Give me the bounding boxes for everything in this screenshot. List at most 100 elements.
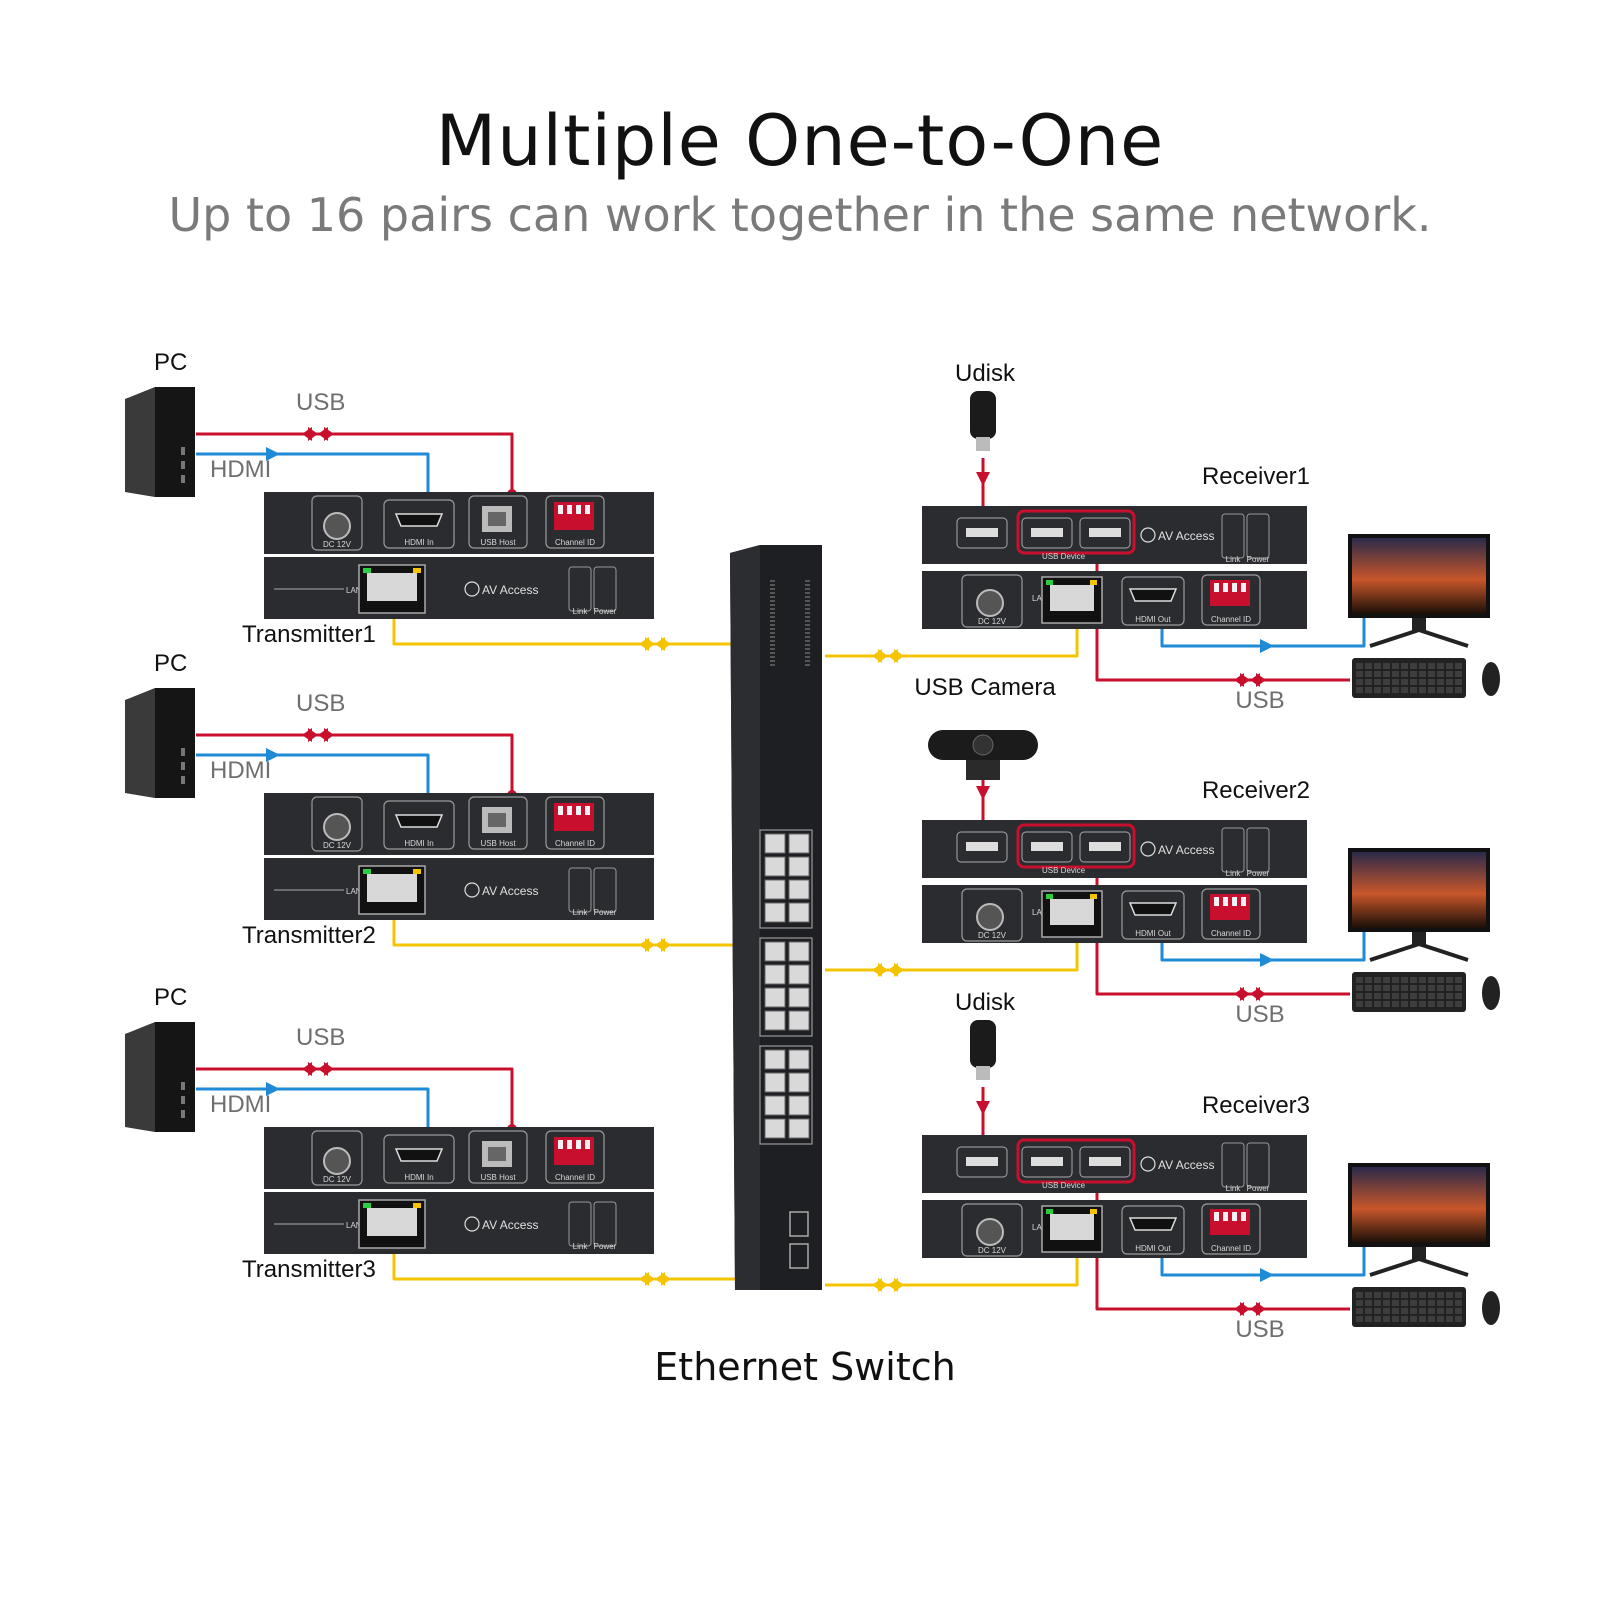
pc-label: PC [154, 984, 187, 1011]
udisk-icon [970, 391, 996, 451]
power-led [413, 1203, 421, 1208]
usb-device-highlight [1016, 509, 1136, 555]
usb-bidirectional-arrow [1234, 987, 1266, 1001]
usb-device-arrow [976, 786, 990, 800]
lan-cable [392, 1245, 738, 1281]
dc-jack [976, 589, 1004, 617]
diagram-title: Multiple One-to-One [435, 100, 1165, 182]
switch-lan-port [788, 987, 810, 1008]
hdmi-in-port-label: HDMI In [404, 1173, 433, 1182]
channel-id-port-label: Channel ID [1211, 615, 1251, 624]
lan-bidirectional-arrow [639, 938, 671, 952]
link-indicator [1221, 827, 1245, 873]
lan-bidirectional-arrow [872, 963, 904, 977]
brand-text: AV Access [1158, 1158, 1214, 1172]
mouse-icon [1482, 976, 1500, 1010]
dc-port-label: DC 12V [323, 1175, 352, 1184]
keyboard-icon [1352, 658, 1466, 698]
brand-text: AV Access [1158, 843, 1214, 857]
usb-label: USB [296, 389, 345, 416]
link-label: Link [573, 607, 589, 616]
receiver-name: Receiver3 [1202, 1092, 1310, 1119]
hdmi-direction-arrow [266, 447, 280, 461]
usb-label: USB [1235, 687, 1284, 714]
pc-label: PC [154, 650, 187, 677]
hdmi-out-socket [1128, 902, 1178, 916]
switch-lan-port [764, 1072, 786, 1093]
switch-label: Ethernet Switch [654, 1345, 955, 1389]
dc-port [961, 574, 1023, 628]
transmitter-upper-unit: DC 12V HDMI In USB Host Channel ID [264, 1127, 654, 1189]
channel-id-port-label: Channel ID [555, 1173, 595, 1182]
link-label: Link [1226, 1184, 1242, 1193]
receiver-name: Receiver1 [1202, 463, 1310, 490]
usb-a-port-3 [1079, 831, 1131, 863]
brand-text: AV Access [482, 583, 538, 597]
hdmi-in-port-label: HDMI In [404, 839, 433, 848]
switch-port-block [759, 1045, 813, 1145]
hdmi-out-port [1121, 890, 1185, 940]
usb-a-port-1 [956, 831, 1008, 863]
dc-jack [323, 1147, 351, 1175]
usb-label: USB [1235, 1316, 1284, 1343]
hdmi-direction-arrow [1260, 1268, 1274, 1282]
link-led [363, 869, 371, 874]
power-label: Power [594, 1242, 617, 1251]
hdmi-in-port [383, 800, 455, 850]
channel-id-port-label: Channel ID [555, 538, 595, 547]
usb-host-port [468, 495, 528, 549]
usb-bidirectional-arrow [302, 728, 334, 742]
switch-port-block [759, 829, 813, 929]
brand-logo [464, 1216, 480, 1232]
sfp-port [789, 1211, 809, 1237]
power-label: Power [1247, 1184, 1270, 1193]
usb-bidirectional-arrow [1234, 1302, 1266, 1316]
switch-lan-port [764, 856, 786, 877]
lan-label: LAN [346, 586, 362, 595]
dc-port-label: DC 12V [978, 617, 1007, 626]
dc-jack [323, 813, 351, 841]
pc-label: PC [154, 349, 187, 376]
ethernet-switch [730, 545, 822, 1290]
hdmi-out-port [1121, 1205, 1185, 1255]
usb-a-port-1 [956, 517, 1008, 549]
link-label: Link [573, 908, 589, 917]
link-led [363, 568, 371, 573]
usb-bidirectional-arrow [1234, 673, 1266, 687]
usb-host-port-label: USB Host [480, 1173, 516, 1182]
dc-port [311, 1130, 363, 1186]
keyboard-icon [1352, 1287, 1466, 1327]
usb-cable [196, 432, 514, 494]
monitor-icon [1348, 1163, 1490, 1277]
hdmi-out-socket [1128, 1217, 1178, 1231]
usb-device-label: Udisk [955, 989, 1016, 1016]
brand-text: AV Access [1158, 529, 1214, 543]
link-indicator [1221, 1142, 1245, 1188]
power-indicator [593, 1201, 617, 1247]
switch-lan-port [764, 1049, 786, 1070]
channel-id-port-label: Channel ID [1211, 1244, 1251, 1253]
usb-a-port-2 [1021, 831, 1073, 863]
power-led [1090, 894, 1097, 899]
lan-label: LAN [1032, 908, 1048, 917]
hdmi-out-port-label: HDMI Out [1135, 1244, 1171, 1253]
channel-id-port-label: Channel ID [1211, 929, 1251, 938]
monitor-icon [1348, 534, 1490, 648]
brand-logo [464, 581, 480, 597]
lan-bidirectional-arrow [639, 1272, 671, 1286]
hdmi-out-port-label: HDMI Out [1135, 929, 1171, 938]
receiver-name: Receiver2 [1202, 777, 1310, 804]
transmitter-name: Transmitter3 [242, 1256, 376, 1283]
switch-lan-port [764, 833, 786, 854]
dc-port-label: DC 12V [978, 931, 1007, 940]
link-indicator [568, 867, 592, 913]
hdmi-direction-arrow [266, 1082, 280, 1096]
usb-bidirectional-arrow [302, 427, 334, 441]
hdmi-direction-arrow [266, 748, 280, 762]
channel-id-port [545, 796, 605, 850]
